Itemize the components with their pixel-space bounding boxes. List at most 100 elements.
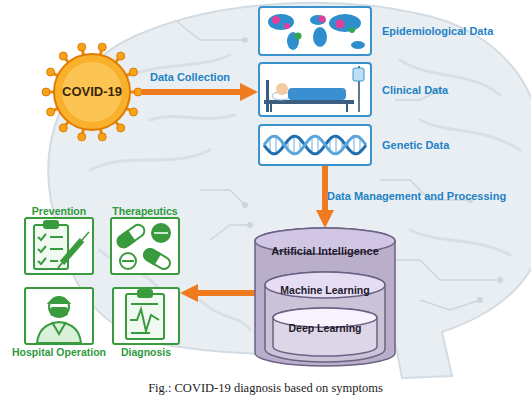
world-map-part-part (284, 23, 290, 29)
hospital-bed-part (264, 100, 354, 104)
dna-helix-part-part (353, 136, 355, 153)
virus-shape-part (59, 52, 67, 60)
hospital-operation-icon-part (51, 308, 67, 315)
dl-cylinder: Deep Learning (273, 308, 377, 356)
dna-helix-part-part (293, 136, 295, 154)
edge-label: Data Management and Processing (327, 190, 506, 202)
virus-shape-part (62, 62, 122, 122)
virus-shape-part (47, 68, 55, 76)
brain-outline-part-part (242, 37, 248, 43)
hospital-operation-icon-part (37, 322, 81, 343)
data-panel: Genetic Data (258, 124, 372, 166)
dna-helix-part-part (335, 136, 337, 154)
virus-shape-part (129, 68, 137, 76)
virus-node: COVID-19 (42, 42, 142, 142)
virus-shape-part (47, 108, 55, 116)
therapeutics-icon-part (152, 224, 170, 242)
hospital-operation-icon-part (49, 298, 69, 304)
brain-outline-part-part (497, 277, 503, 283)
node-label: Deep Learning (273, 322, 377, 334)
virus-shape-part (59, 124, 67, 132)
world-map-part-part (272, 16, 280, 24)
cylinder-shape-part (265, 272, 385, 362)
dna-helix-part-part (264, 136, 366, 154)
virus-shape-part (78, 43, 86, 51)
node-label: Hospital Operation (12, 346, 106, 358)
dna-helix-part-part (264, 136, 366, 154)
hospital-operation-icon (25, 288, 93, 344)
hospital-operation-icon-part (49, 297, 69, 317)
prevention-icon-part (44, 221, 58, 228)
therapeutics-icon-part (111, 218, 179, 274)
node-label: Artificial Intelligence (255, 245, 395, 258)
node-label: Machine Learning (265, 284, 385, 296)
prevention-icon-part (50, 248, 63, 250)
cylinder-shape-part (273, 308, 377, 356)
diagnosis-icon-part (138, 290, 152, 297)
prevention-icon-part (50, 236, 63, 238)
prevention-icon-part (82, 232, 89, 240)
brain-outline-part-part (150, 115, 235, 120)
diagnosis-icon-part (113, 288, 179, 344)
hospital-bed-part (266, 80, 269, 112)
application-box: Prevention (24, 217, 94, 275)
virus-shape-part (54, 54, 130, 130)
therapeutics-icon (111, 218, 179, 274)
world-map-part (260, 8, 370, 54)
prevention-icon-part (38, 258, 46, 264)
flow-arrow (142, 89, 246, 95)
world-map-part (349, 27, 355, 33)
prevention-icon-part (25, 218, 93, 274)
prevention-icon (25, 218, 93, 274)
node-label: Therapeutics (112, 205, 177, 217)
therapeutics-icon-part (142, 247, 172, 271)
dna-helix (260, 126, 370, 164)
diagnosis-icon (113, 288, 179, 344)
brain-outline (48, 3, 531, 378)
prevention-icon-part (38, 234, 46, 240)
prevention-icon-part (58, 263, 62, 268)
therapeutics-icon-part (122, 260, 134, 262)
diagnosis-icon-part (131, 303, 158, 305)
brain-outline-part-part (210, 225, 250, 240)
virus-shape-part (98, 43, 106, 51)
hospital-bed-part (288, 88, 346, 100)
world-map-part-part (319, 16, 326, 23)
hospital-bed-part (353, 68, 364, 81)
data-panel: Epidemiological Data (258, 6, 372, 56)
dna-helix-part-part (275, 136, 277, 153)
virus-shape-part (42, 88, 50, 96)
hospital-bed (260, 64, 370, 115)
brain-outline-part-part (390, 260, 500, 280)
hospital-bed-part (346, 104, 348, 112)
world-map-part-part (329, 14, 361, 32)
therapeutics-icon-part-part (142, 247, 160, 264)
therapeutics-icon-part (120, 253, 136, 269)
brain-outline-part-part (410, 230, 510, 255)
brain-outline-part-part (477, 297, 483, 303)
dna-helix-part-part (311, 137, 313, 153)
data-label: Epidemiological Data (382, 25, 493, 38)
virus-shape-part (134, 88, 142, 96)
hospital-bed-part (276, 83, 288, 95)
application-box: Therapeutics (110, 217, 180, 275)
node-label: Prevention (32, 205, 86, 217)
brain-outline-part-part (175, 20, 245, 40)
cylinder-shape-part (265, 272, 385, 298)
prevention-icon-part (62, 240, 82, 263)
hospital-bed-part (270, 104, 272, 112)
prevention-icon-part (38, 246, 46, 252)
diagnosis-icon-part (126, 294, 164, 339)
therapeutics-icon-part (154, 232, 168, 234)
hospital-bed-part (260, 64, 370, 115)
diagnosis-icon-part (131, 332, 150, 334)
brain-outline-part-part (90, 150, 210, 170)
virus-shape-part (117, 124, 125, 132)
data-label: Genetic Data (382, 139, 449, 152)
data-label: Clinical Data (382, 83, 448, 96)
ai-cylinder: Deep Learning Machine Learning Artificial … (255, 228, 395, 366)
world-map-part-part (310, 15, 326, 25)
node-label-part: COVID-19 (62, 84, 122, 99)
virus-shape-part (98, 133, 106, 141)
